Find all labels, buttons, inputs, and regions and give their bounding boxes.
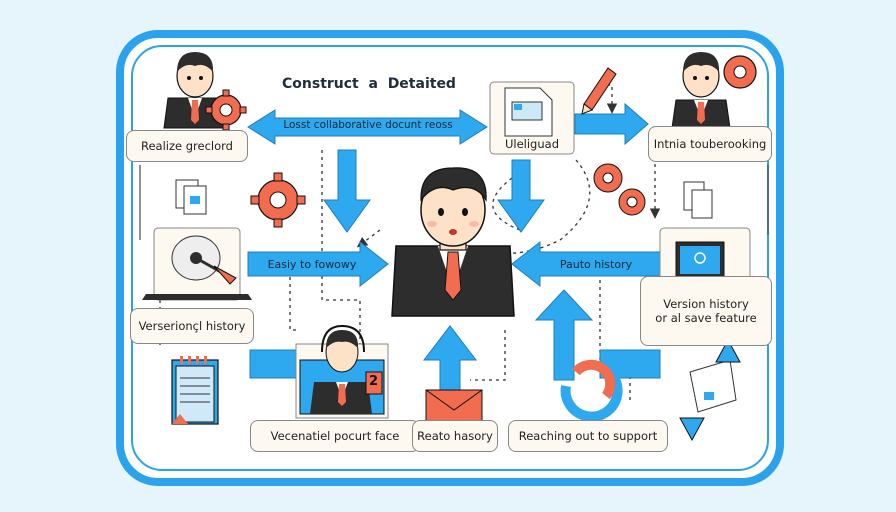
diagram-frame-inner (131, 45, 769, 471)
person-icon-center (391, 167, 515, 317)
pencil-icon (581, 67, 617, 115)
top-double-arrow (247, 109, 488, 145)
box-realize: Realize greclord (126, 130, 248, 162)
disc-icon (142, 227, 252, 301)
person-icon-support (295, 324, 389, 419)
document-icon-left (175, 179, 207, 215)
box-reaching: Reaching out to support (508, 420, 668, 452)
flow-arrows (247, 102, 661, 411)
gear-icon-top-left (205, 89, 247, 131)
arrow-pauto (511, 240, 661, 288)
pauto-arrow-label: Pauto history (559, 258, 633, 271)
gear-icon-right (593, 163, 646, 216)
down-arrow-left (323, 149, 371, 233)
gear-icon-top-right (723, 55, 757, 89)
easy-arrow-label: Easiy to fowowy (267, 258, 357, 271)
box-initia: Intnia touberooking (648, 126, 772, 162)
side-connectors (139, 165, 769, 240)
box-uleligued: Uleliguad (504, 137, 559, 151)
box-version-history: Version history or al save feature (640, 276, 772, 346)
person-icon-top-right (671, 52, 731, 129)
arrow-easy (247, 240, 389, 288)
top-arrow-label: Losst collaborative docunt reoss (283, 119, 453, 131)
document-icon-right (683, 181, 713, 219)
box-versioning: Verserionçl history (130, 308, 254, 344)
arrow-to-initia (574, 102, 649, 146)
exchange-icon (679, 338, 741, 442)
envelope-icon (425, 389, 483, 425)
version-history-line1: Version history (663, 297, 749, 311)
bottom-left-bar (249, 349, 301, 379)
refresh-icon (560, 359, 623, 422)
badge-number: 2 (369, 374, 379, 389)
diagram-title: Construct a Detaited (282, 76, 456, 92)
notebook-icon (171, 356, 219, 425)
version-history-line2: or al save feature (655, 311, 757, 325)
gear-icon-left (250, 172, 306, 228)
box-reato: Reato hasory (412, 420, 498, 452)
person-icon-top-left (163, 52, 227, 129)
down-arrow-right (497, 159, 545, 233)
dashed-connectors (159, 84, 661, 400)
document-icon-top (489, 81, 575, 155)
box-vecenatiel: Vecenatiel pocurt face (250, 420, 420, 452)
